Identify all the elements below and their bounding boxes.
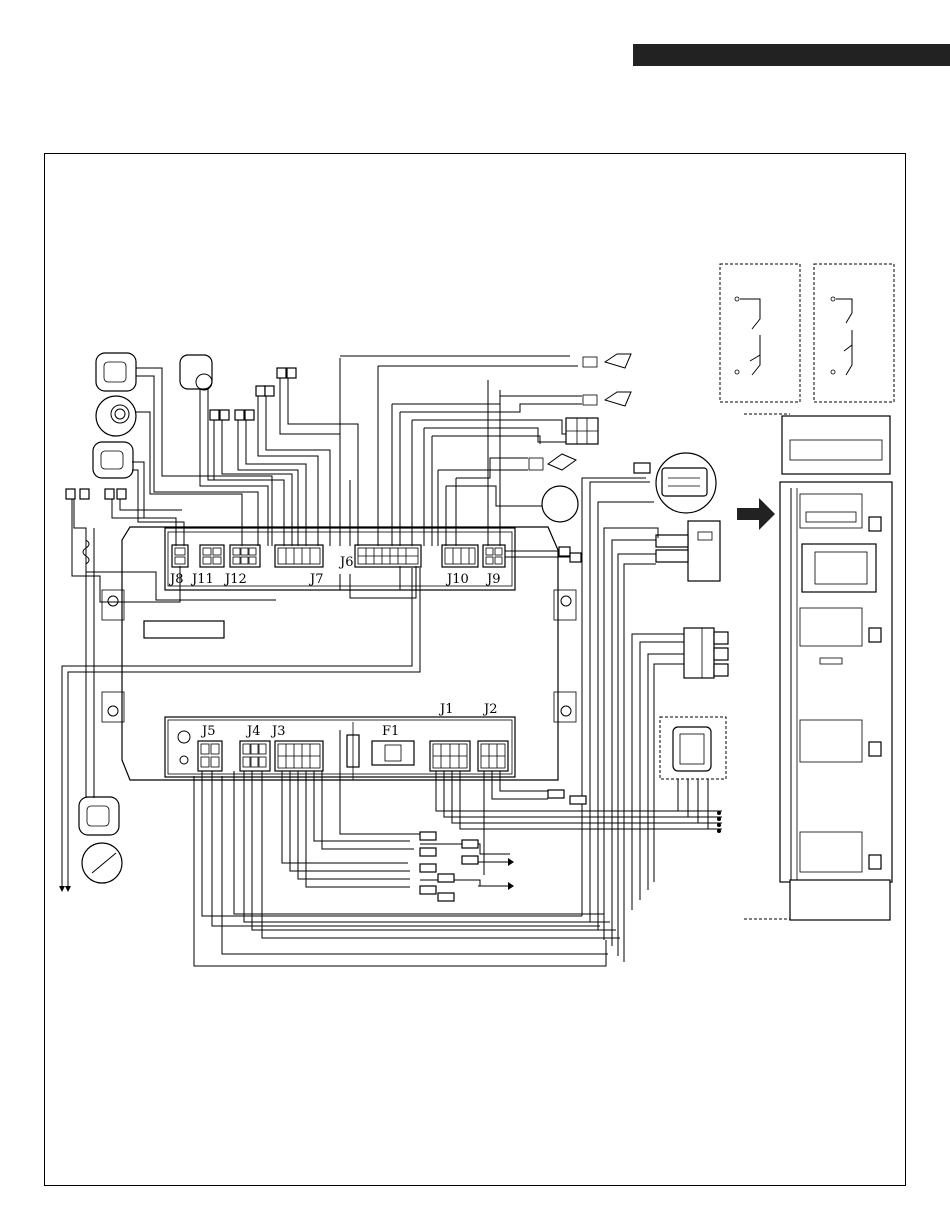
thermistor-icon bbox=[82, 843, 122, 883]
label-j3: J3 bbox=[270, 724, 285, 739]
label-j1: J1 bbox=[438, 702, 453, 717]
label-j5: J5 bbox=[200, 724, 215, 739]
pressure-switch-icon bbox=[93, 442, 133, 478]
sensor-icon bbox=[96, 396, 136, 436]
pressure-switch-icon bbox=[96, 353, 136, 391]
cabinet bbox=[744, 414, 892, 920]
thermistor-icon bbox=[583, 354, 631, 368]
inset-switch-b bbox=[814, 264, 894, 402]
label-j7: J7 bbox=[308, 572, 323, 587]
arrow-right-icon bbox=[737, 498, 775, 530]
label-j12: J12 bbox=[223, 572, 247, 587]
gas-valve bbox=[656, 453, 716, 513]
power-plug bbox=[656, 521, 720, 581]
pressure-switch-icon bbox=[79, 797, 119, 835]
inset-switch-a bbox=[720, 264, 800, 402]
label-j6: J6 bbox=[338, 555, 353, 570]
label-f1: F1 bbox=[382, 724, 399, 739]
sensor-icon bbox=[529, 454, 578, 522]
thermistor-icon bbox=[583, 392, 631, 406]
label-j4: J4 bbox=[245, 724, 260, 739]
label-j8: J8 bbox=[168, 572, 183, 587]
label-j9: J9 bbox=[485, 572, 500, 587]
transformer bbox=[684, 628, 728, 678]
label-j10: J10 bbox=[445, 572, 469, 587]
thermistor-icon bbox=[180, 355, 212, 390]
terminal-block bbox=[566, 418, 598, 444]
rocker-switch-icon bbox=[660, 717, 726, 779]
label-j11: J11 bbox=[190, 572, 214, 587]
label-j2: J2 bbox=[482, 702, 497, 717]
